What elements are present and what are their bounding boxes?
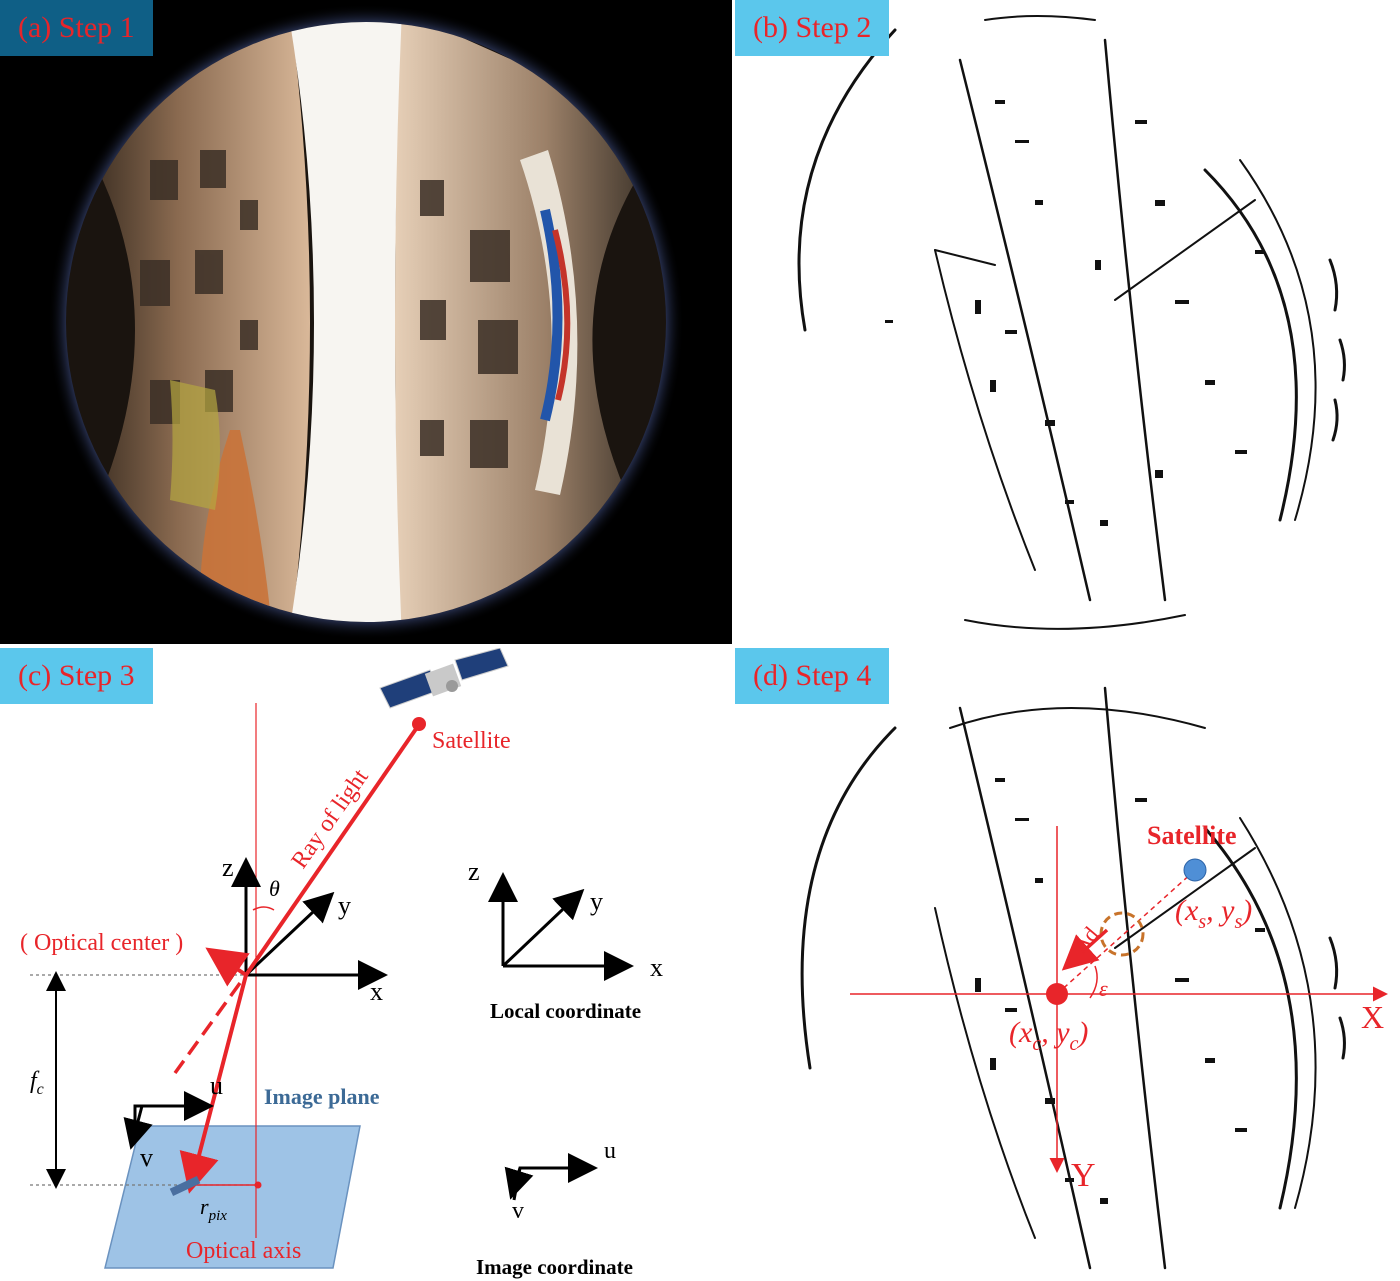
image-plane-label: Image plane <box>264 1084 380 1109</box>
left-windows <box>140 150 258 424</box>
u-label: u <box>210 1071 223 1100</box>
step4-diagram: Satellite (xs, ys) (xc, yc) X Y Δd ε <box>800 686 1388 1270</box>
xc-yc-label: (xc, yc) <box>1009 1016 1088 1055</box>
satellite-icon <box>379 648 509 709</box>
local-x-label: x <box>650 953 663 982</box>
satellite-label-d: Satellite <box>1147 821 1237 850</box>
fisheye-photo <box>0 0 732 644</box>
local-z-label: z <box>468 857 480 886</box>
optical-center-arrow <box>205 947 250 987</box>
image-v-label: v <box>512 1198 524 1224</box>
principal-point <box>254 1181 262 1189</box>
ray-label: Ray of light <box>287 764 374 873</box>
Y-label: Y <box>1071 1157 1096 1194</box>
epsilon-label: ε <box>1099 976 1108 1001</box>
edge-fragments <box>885 100 1265 526</box>
image-u-axis <box>512 1153 598 1201</box>
optical-center-label: ( Optical center ) <box>20 930 183 956</box>
panel-c-label: (c) Step 3 <box>0 648 153 704</box>
theta-arc <box>252 906 275 911</box>
image-plane <box>104 1125 361 1269</box>
delta-d-arrow <box>1061 928 1109 971</box>
v-label: v <box>140 1143 153 1172</box>
x-label: x <box>370 977 383 1006</box>
edge-sketch-d <box>800 686 1346 1270</box>
image-u-label: u <box>604 1138 616 1164</box>
sky <box>288 22 402 622</box>
theta-label: θ <box>269 876 280 901</box>
right-windows <box>420 180 518 468</box>
panel-d-label: (d) Step 4 <box>735 648 890 704</box>
plane-v-axis <box>123 1105 153 1150</box>
ray-extension-dashed <box>173 981 242 1075</box>
right-building <box>395 22 666 622</box>
panel-step3-projection-diagram: Satellite Ray of light ( Optical center … <box>0 648 732 1281</box>
projected-ray <box>179 974 248 1194</box>
image-center-point <box>1046 983 1068 1005</box>
edge-fragments-d <box>975 778 1265 1204</box>
local-y-axis <box>501 888 585 968</box>
local-coordinate-caption: Local coordinate <box>490 999 641 1023</box>
plane-u-axis <box>133 1091 214 1128</box>
optical-axis-label: Optical axis <box>186 1238 301 1264</box>
rpix-label: rpix <box>200 1194 227 1224</box>
epsilon-arc <box>1089 965 1098 999</box>
y-axis <box>244 891 335 977</box>
panel-step2-edge-image: (b) Step 2 <box>735 0 1400 644</box>
image-v-axis <box>504 1166 534 1200</box>
satellite-point-d <box>1183 858 1207 882</box>
panel-b-label: (b) Step 2 <box>735 0 890 56</box>
projection-diagram: Satellite Ray of light ( Optical center … <box>20 648 663 1279</box>
ray-of-light <box>244 724 420 977</box>
z-label: z <box>222 853 234 882</box>
image-coordinate-caption: Image coordinate <box>476 1255 633 1279</box>
edge-sketch <box>797 15 1346 630</box>
local-y-label: y <box>590 887 603 916</box>
xs-ys-label: (xs, ys) <box>1175 894 1252 933</box>
satellite-point <box>412 717 426 731</box>
panel-step1-fisheye-image: (a) Step 1 <box>0 0 732 644</box>
panel-a-label: (a) Step 1 <box>0 0 153 56</box>
delta-d-label: Δd <box>1068 922 1103 957</box>
projected-satellite-icon <box>169 1176 201 1196</box>
panel-step4-satellite-projection: Satellite (xs, ys) (xc, yc) X Y Δd ε (d)… <box>735 648 1400 1281</box>
satellite-label: Satellite <box>432 728 511 754</box>
y-label: y <box>338 891 351 920</box>
center-to-satellite-line <box>1056 871 1194 995</box>
X-label: X <box>1361 999 1384 1035</box>
fc-label: fc <box>30 1068 44 1098</box>
